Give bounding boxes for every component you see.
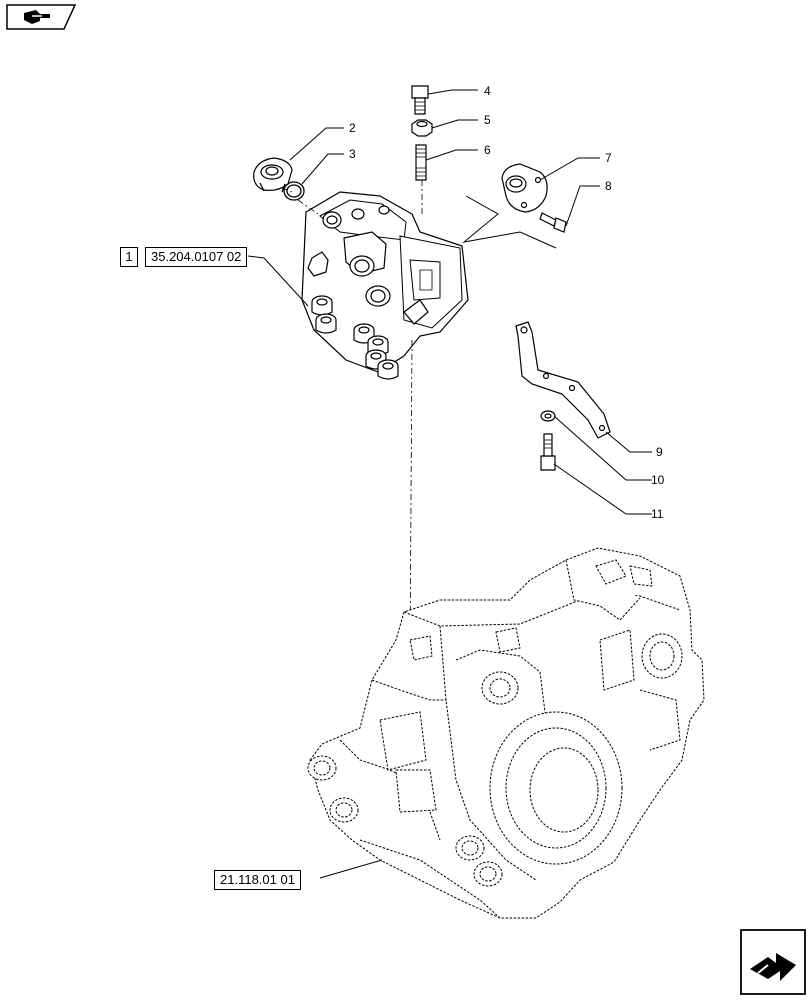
washer-part [540, 410, 556, 422]
callout-6: 6 [484, 143, 491, 157]
callout-labels: 4 5 6 2 3 7 8 9 10 11 [349, 84, 665, 521]
previous-page-button[interactable] [6, 4, 77, 30]
o-ring-part [283, 181, 305, 201]
quick-couplers [311, 295, 399, 380]
bolt-part [411, 85, 429, 115]
callout-5: 5 [484, 113, 491, 127]
next-page-button[interactable] [740, 929, 806, 995]
reference-index-box: 1 [120, 247, 138, 267]
nut-part [411, 119, 433, 137]
flange-part [501, 163, 548, 213]
callout-10: 10 [651, 473, 665, 487]
callout-7: 7 [605, 151, 612, 165]
frame-reference-link[interactable]: 21.118.01 01 [214, 870, 301, 890]
valve-reference-link[interactable]: 35.204.0107 02 [145, 247, 248, 267]
callout-3: 3 [349, 147, 356, 161]
assembly-centerlines [281, 180, 423, 661]
callout-9: 9 [656, 445, 663, 459]
transmission-housing [307, 547, 705, 919]
callout-4: 4 [484, 84, 491, 98]
next-page-arrow-icon [740, 929, 806, 995]
callout-2: 2 [349, 121, 356, 135]
assembly-reference-line [462, 195, 557, 249]
control-valve-assembly [301, 191, 469, 373]
callout-11: 11 [651, 507, 664, 521]
coupling-plate-part [253, 157, 293, 193]
stud-part [415, 144, 427, 181]
callout-8: 8 [605, 179, 612, 193]
support-bracket-part [515, 321, 611, 439]
previous-page-arrow-icon [6, 4, 77, 30]
flange-bolt-part [539, 212, 567, 233]
leader-lines [247, 89, 652, 879]
bracket-bolt-part [540, 433, 556, 471]
